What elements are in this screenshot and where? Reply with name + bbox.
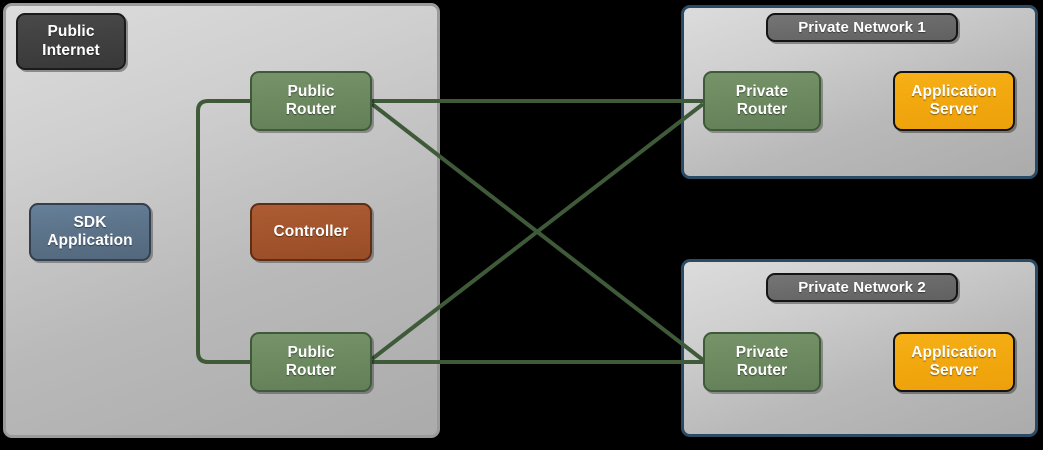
public-internet-label: Public Internet xyxy=(16,13,126,70)
private-router-1-label: Private Router xyxy=(735,82,789,118)
application-server-1-label: Application Server xyxy=(911,82,997,118)
public-router-bottom-label: Public Router xyxy=(285,343,337,379)
controller-node[interactable]: Controller xyxy=(250,203,372,261)
application-server-1-node[interactable]: Application Server xyxy=(893,71,1015,131)
private-network-2-title-badge: Private Network 2 xyxy=(766,273,958,302)
private-router-1-node[interactable]: Private Router xyxy=(703,71,821,131)
application-server-2-node[interactable]: Application Server xyxy=(893,332,1015,392)
application-server-2-label: Application Server xyxy=(911,343,997,379)
public-router-bottom-node[interactable]: Public Router xyxy=(250,332,372,392)
public-router-top-label: Public Router xyxy=(285,82,337,118)
private-network-1-title-badge: Private Network 1 xyxy=(766,13,958,42)
private-router-2-node[interactable]: Private Router xyxy=(703,332,821,392)
sdk-application-label: SDK Application xyxy=(47,213,133,249)
private-network-2-title-text: Private Network 2 xyxy=(798,278,926,296)
public-router-top-node[interactable]: Public Router xyxy=(250,71,372,131)
sdk-application-node[interactable]: SDK Application xyxy=(29,203,151,261)
private-router-2-label: Private Router xyxy=(735,343,789,379)
public-internet-label-text: Public Internet xyxy=(42,23,100,59)
private-network-1-title-text: Private Network 1 xyxy=(798,18,926,36)
controller-label: Controller xyxy=(273,222,349,240)
